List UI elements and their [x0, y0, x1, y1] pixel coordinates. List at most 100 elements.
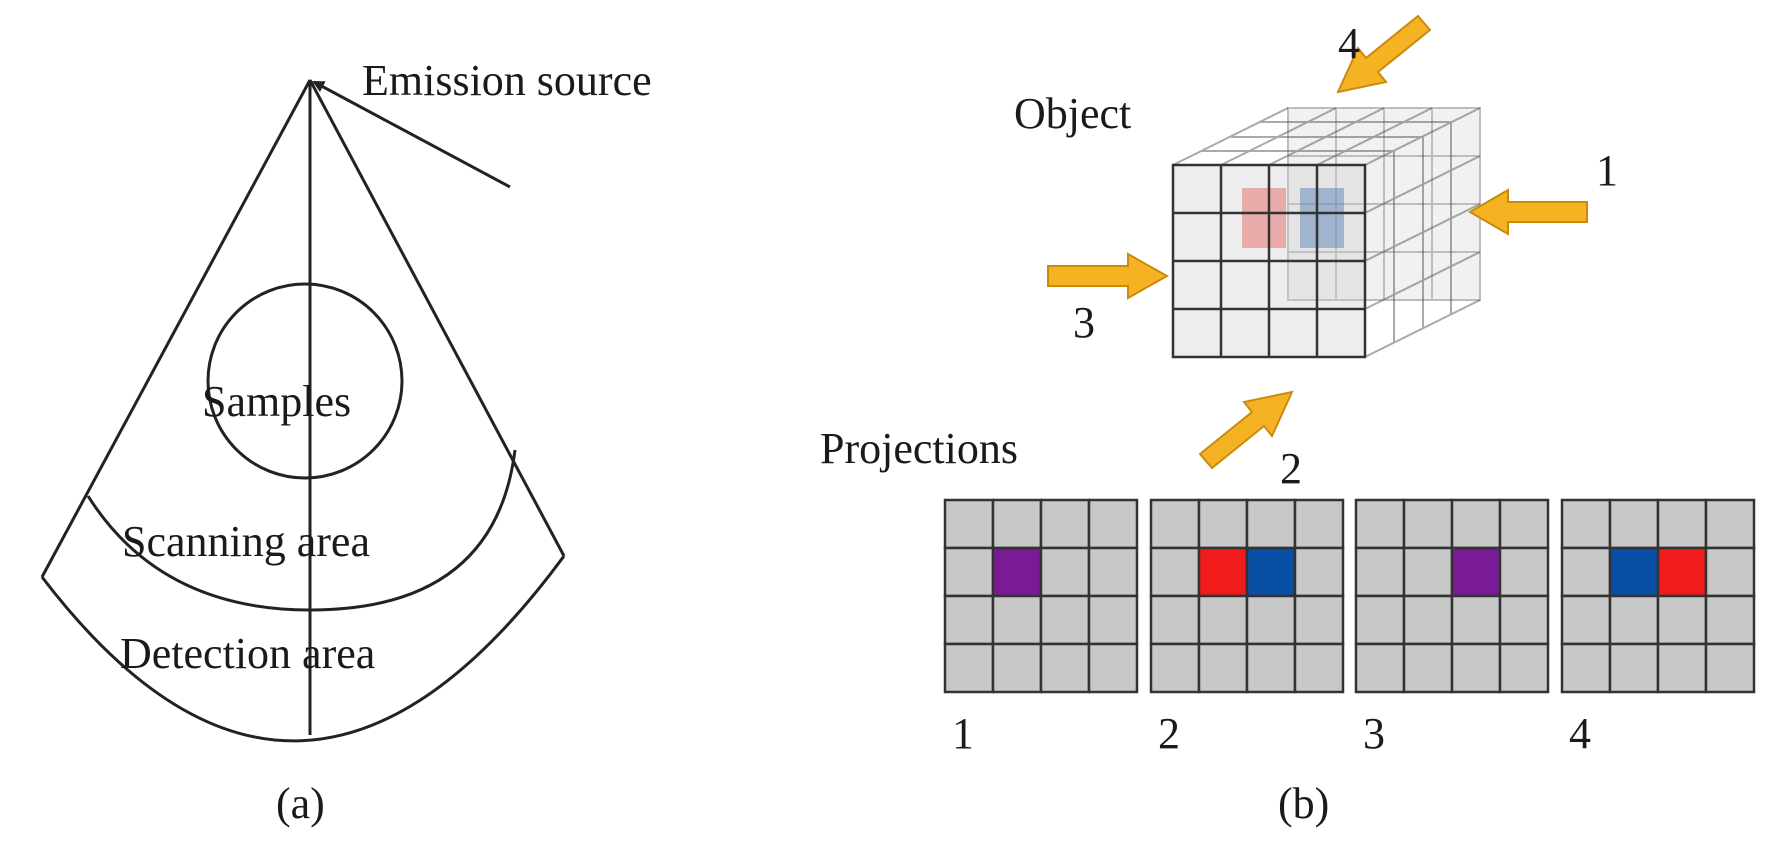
projection-cell	[1087, 498, 1139, 550]
projection-cell	[1197, 594, 1249, 646]
emission-pointer-arrow	[312, 80, 511, 189]
projection-cell	[1087, 642, 1139, 694]
projection-cell	[1149, 594, 1201, 646]
projection-cell	[1149, 642, 1201, 694]
projection-cell	[1039, 594, 1091, 646]
projection-cell	[943, 546, 995, 598]
projection-cell	[1245, 498, 1297, 550]
arrow-3	[1047, 252, 1170, 300]
arrow-label-2: 2	[1280, 444, 1302, 493]
projection-cell	[1450, 642, 1502, 694]
projection-cell	[1039, 546, 1091, 598]
projection-cell	[1608, 498, 1660, 550]
projection-cell	[1498, 642, 1550, 694]
caption-a: (a)	[276, 779, 325, 828]
projection-cell	[991, 498, 1043, 550]
projection-cell	[1498, 546, 1550, 598]
projection-cell	[943, 498, 995, 550]
projection-cell	[1039, 642, 1091, 694]
projection-cell	[1402, 594, 1454, 646]
cone-right-edge	[308, 79, 566, 557]
panel-b: Object Projections	[820, 14, 1756, 828]
projection-cell	[1087, 546, 1139, 598]
samples-label: Samples	[202, 377, 351, 426]
projection-cell	[1498, 594, 1550, 646]
projection-cell	[1402, 642, 1454, 694]
arrow-label-1: 1	[1596, 146, 1618, 195]
projection-cell	[1656, 642, 1708, 694]
projection-cell-blue	[1608, 546, 1660, 598]
projection-cell	[1656, 498, 1708, 550]
projection-cell-purple	[991, 546, 1043, 598]
projection-cell	[991, 642, 1043, 694]
projection-grids	[943, 498, 1756, 694]
projection-cell	[1498, 498, 1550, 550]
projection-cell	[1245, 642, 1297, 694]
projection-cell-red	[1656, 546, 1708, 598]
projection-cell	[1149, 546, 1201, 598]
projection-cell	[1704, 498, 1756, 550]
projection-cell	[1354, 642, 1406, 694]
voxel-red	[1242, 188, 1286, 248]
projection-cell	[1197, 642, 1249, 694]
projection-cell	[1402, 546, 1454, 598]
projection-cell	[1704, 642, 1756, 694]
projection-cell	[1560, 642, 1612, 694]
projection-cell	[1293, 546, 1345, 598]
caption-b: (b)	[1278, 779, 1329, 828]
emission-source-label: Emission source	[362, 56, 652, 105]
arrow-4	[1336, 14, 1432, 94]
arrow-2	[1198, 390, 1294, 470]
projection-cell-red	[1197, 546, 1249, 598]
projection-cell	[1087, 594, 1139, 646]
projection-cell	[1608, 642, 1660, 694]
projection-cell	[1608, 594, 1660, 646]
projection-cell	[1704, 546, 1756, 598]
projection-label-2: 2	[1158, 709, 1180, 758]
projection-cell	[943, 642, 995, 694]
projection-cell	[1560, 594, 1612, 646]
arrow-label-4: 4	[1338, 19, 1360, 68]
cube-back-face	[1287, 107, 1481, 301]
projection-cell	[943, 594, 995, 646]
projections-label: Projections	[820, 424, 1018, 473]
samples-circle	[206, 282, 404, 480]
scanning-arc	[86, 449, 517, 612]
cone-left-edge	[40, 79, 312, 578]
projection-cell	[1293, 594, 1345, 646]
cube-depth-lines	[1172, 107, 1481, 358]
direction-arrows	[1047, 14, 1588, 470]
projection-cell	[1560, 498, 1612, 550]
detection-area-label: Detection area	[120, 629, 375, 678]
projection-cell	[1149, 498, 1201, 550]
projection-cell	[1560, 546, 1612, 598]
projection-label-3: 3	[1363, 709, 1385, 758]
projection-cell	[1197, 498, 1249, 550]
projection-grid-3	[1354, 498, 1550, 694]
projection-label-1: 1	[952, 709, 974, 758]
panel-a: Emission source Samples Scanning area De…	[40, 56, 652, 828]
projection-cell	[1450, 498, 1502, 550]
detection-arc	[40, 555, 566, 743]
projection-cell	[1450, 594, 1502, 646]
projection-cell	[1704, 594, 1756, 646]
projection-cell	[991, 594, 1043, 646]
scanning-area-label: Scanning area	[122, 517, 370, 566]
projection-grid-2	[1149, 498, 1345, 694]
arrow-1	[1468, 188, 1588, 236]
projection-cell	[1245, 594, 1297, 646]
cube-front-face	[1171, 163, 1367, 359]
arrow-label-3: 3	[1073, 298, 1095, 347]
projection-cell	[1039, 498, 1091, 550]
projection-cell	[1354, 498, 1406, 550]
projection-cell	[1354, 546, 1406, 598]
projection-cell-blue	[1245, 546, 1297, 598]
voxel-blue	[1300, 188, 1344, 248]
object-label: Object	[1014, 89, 1131, 138]
projection-label-4: 4	[1569, 709, 1591, 758]
projection-cell	[1293, 498, 1345, 550]
projection-cell	[1402, 498, 1454, 550]
object-cube	[1171, 107, 1481, 359]
projection-grid-4	[1560, 498, 1756, 694]
projection-grid-1	[943, 498, 1139, 694]
